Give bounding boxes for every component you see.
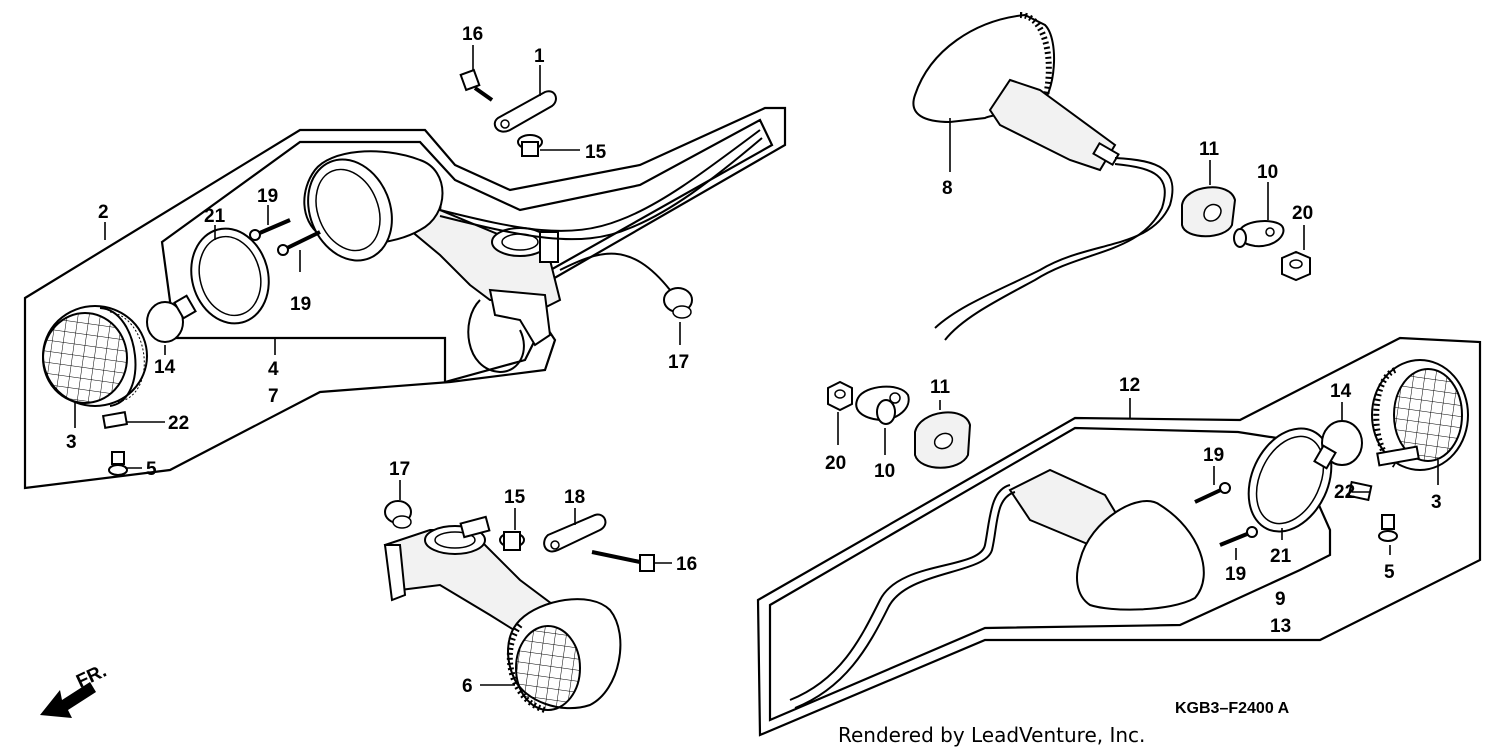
top-bracket-1 — [493, 90, 557, 133]
callout-16-lower: 16 — [676, 554, 697, 575]
callout-17-top: 17 — [668, 352, 689, 373]
grommet-11b — [914, 411, 972, 469]
callout-18: 18 — [564, 487, 585, 508]
callout-20-lower: 20 — [825, 453, 846, 474]
callout-15-top: 15 — [585, 142, 607, 163]
front-direction-indicator: FR. — [40, 661, 110, 718]
callout-11-lower: 11 — [930, 377, 951, 398]
callout-11-top: 11 — [1199, 139, 1220, 160]
rear-signal-8 — [912, 12, 1174, 341]
callout-6: 6 — [462, 676, 473, 697]
callout-21-right: 21 — [1270, 546, 1292, 567]
callout-10-lower: 10 — [874, 461, 895, 482]
callout-7: 7 — [268, 386, 279, 407]
callout-9: 9 — [1275, 589, 1286, 610]
callout-17-lower: 17 — [389, 459, 410, 480]
right-bulb — [1313, 420, 1363, 470]
collar-15a — [517, 134, 543, 157]
left-bulb — [146, 294, 197, 343]
left-screws — [249, 218, 321, 256]
callout-15-lower: 15 — [504, 487, 526, 508]
lower-signal-6 — [383, 515, 622, 713]
leader-lines — [74, 45, 1439, 686]
callout-10-top: 10 — [1257, 162, 1278, 183]
callout-3-left: 3 — [66, 432, 77, 453]
callout-12: 12 — [1119, 375, 1140, 396]
bracket-18 — [543, 513, 607, 553]
callout-22-right: 22 — [1334, 482, 1355, 503]
nut-20b — [827, 380, 853, 412]
callout-8: 8 — [942, 178, 953, 199]
callout-14-right: 14 — [1330, 381, 1352, 402]
bolt-16b — [591, 550, 655, 572]
right-signal-body-12 — [789, 468, 1205, 709]
front-label: FR. — [73, 661, 110, 693]
drawing-code: KGB3–F2400 A — [1175, 700, 1290, 717]
grommet-17b — [384, 500, 412, 529]
left-front-assembly-outline — [23, 106, 787, 490]
callout-5-right: 5 — [1384, 562, 1395, 583]
grommet-11a — [1181, 186, 1237, 238]
callout-1: 1 — [534, 46, 545, 67]
plate-10a — [1233, 220, 1285, 248]
callout-16-top: 16 — [462, 24, 483, 45]
callout-20-top: 20 — [1292, 203, 1313, 224]
screw-5a — [108, 451, 128, 476]
plate-10b — [855, 385, 910, 425]
callout-14-left: 14 — [154, 357, 176, 378]
left-turn-signal-housing — [303, 129, 763, 374]
screw-5b — [1378, 514, 1398, 542]
callout-22-left: 22 — [168, 413, 189, 434]
callout-2: 2 — [98, 202, 109, 223]
right-lens — [1371, 359, 1469, 471]
clip-22a — [101, 411, 129, 429]
right-front-assembly-outline — [756, 336, 1482, 737]
callout-labels: 16 1 15 2 21 19 19 14 4 7 3 22 5 17 8 11… — [66, 24, 1442, 697]
callout-19-right-upper: 19 — [1203, 445, 1224, 466]
clip-22b — [1347, 480, 1373, 502]
callout-19-left-upper: 19 — [257, 186, 278, 207]
render-credit: Rendered by LeadVenture, Inc. — [838, 723, 1145, 747]
left-lens — [42, 305, 148, 407]
left-gasket — [190, 227, 270, 325]
grommet-17a — [663, 287, 693, 319]
right-screws — [1194, 482, 1258, 547]
collar-15b — [499, 531, 525, 551]
callout-3-right: 3 — [1431, 492, 1442, 513]
callout-5-left: 5 — [146, 459, 157, 480]
right-gasket — [1247, 427, 1333, 533]
nut-20a — [1281, 250, 1311, 282]
callout-21-left: 21 — [204, 206, 226, 227]
top-bolt-16a — [459, 68, 494, 102]
callout-19-left-lower: 19 — [290, 294, 311, 315]
callout-13: 13 — [1270, 616, 1291, 637]
callout-19-right-lower: 19 — [1225, 564, 1246, 585]
callout-4: 4 — [268, 359, 279, 380]
